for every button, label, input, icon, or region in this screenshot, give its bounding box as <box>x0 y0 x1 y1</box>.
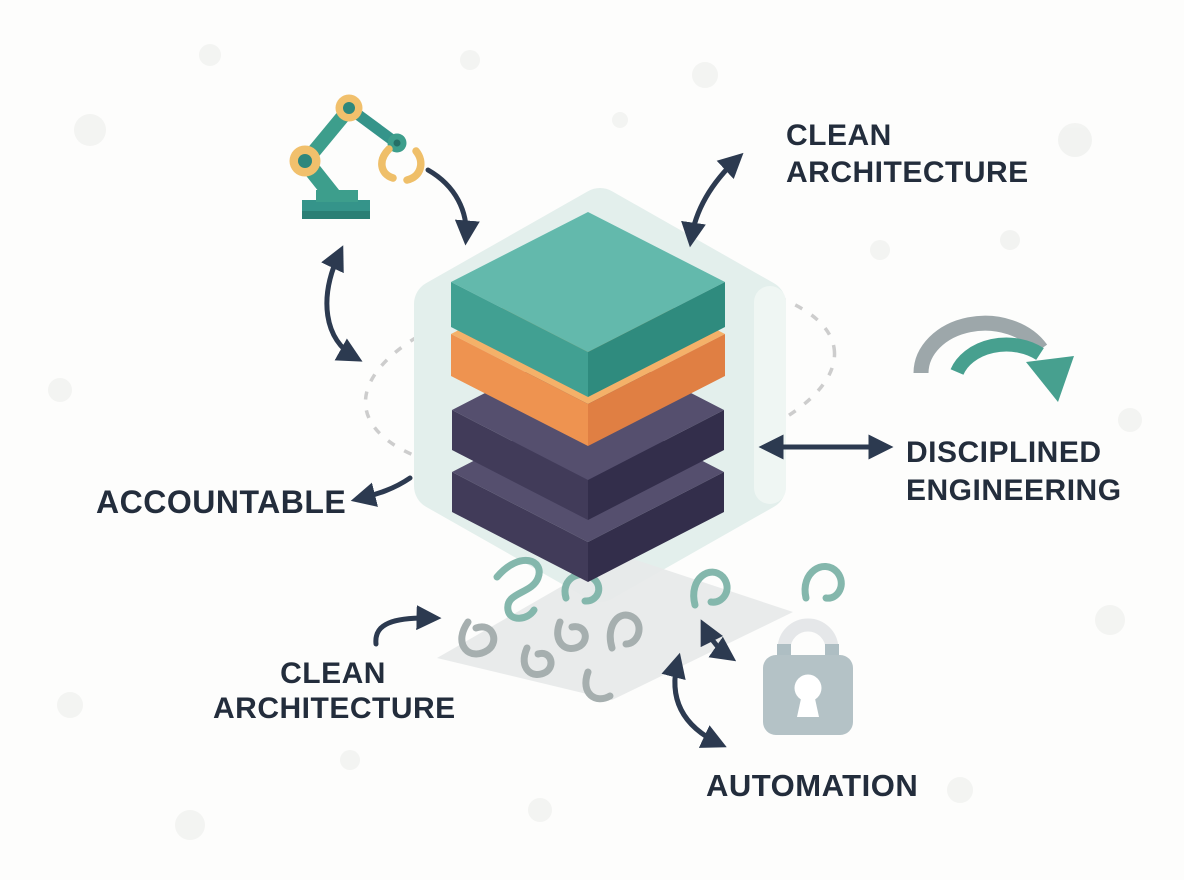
arrow-accountable <box>350 475 413 507</box>
background-speckles <box>48 44 1142 840</box>
robot-arm-icon <box>289 94 425 219</box>
label-clean-architecture-top: CLEAN ARCHITECTURE <box>786 119 1029 189</box>
padlock-icon <box>763 618 853 735</box>
arrow-robot-stack <box>321 245 363 362</box>
arrow-clean-architecture-top <box>681 152 744 248</box>
label-automation: AUTOMATION <box>706 768 919 803</box>
arrow-automation <box>661 652 727 748</box>
label-clean-architecture-bottom: CLEAN ARCHITECTURE <box>213 657 456 726</box>
layer-1-slab <box>451 212 725 397</box>
arrow-claw-stack <box>425 167 480 246</box>
wire-squiggles <box>458 557 845 703</box>
label-accountable: ACCOUNTABLE <box>96 484 347 520</box>
connector-arrows <box>321 152 894 748</box>
arrow-clean-architecture-bottom <box>373 605 442 647</box>
label-disciplined-engineering: DISCIPLINED ENGINEERING <box>906 436 1122 507</box>
arrow-lock-stack <box>700 619 737 662</box>
swoosh-arrow-icon <box>913 315 1074 402</box>
